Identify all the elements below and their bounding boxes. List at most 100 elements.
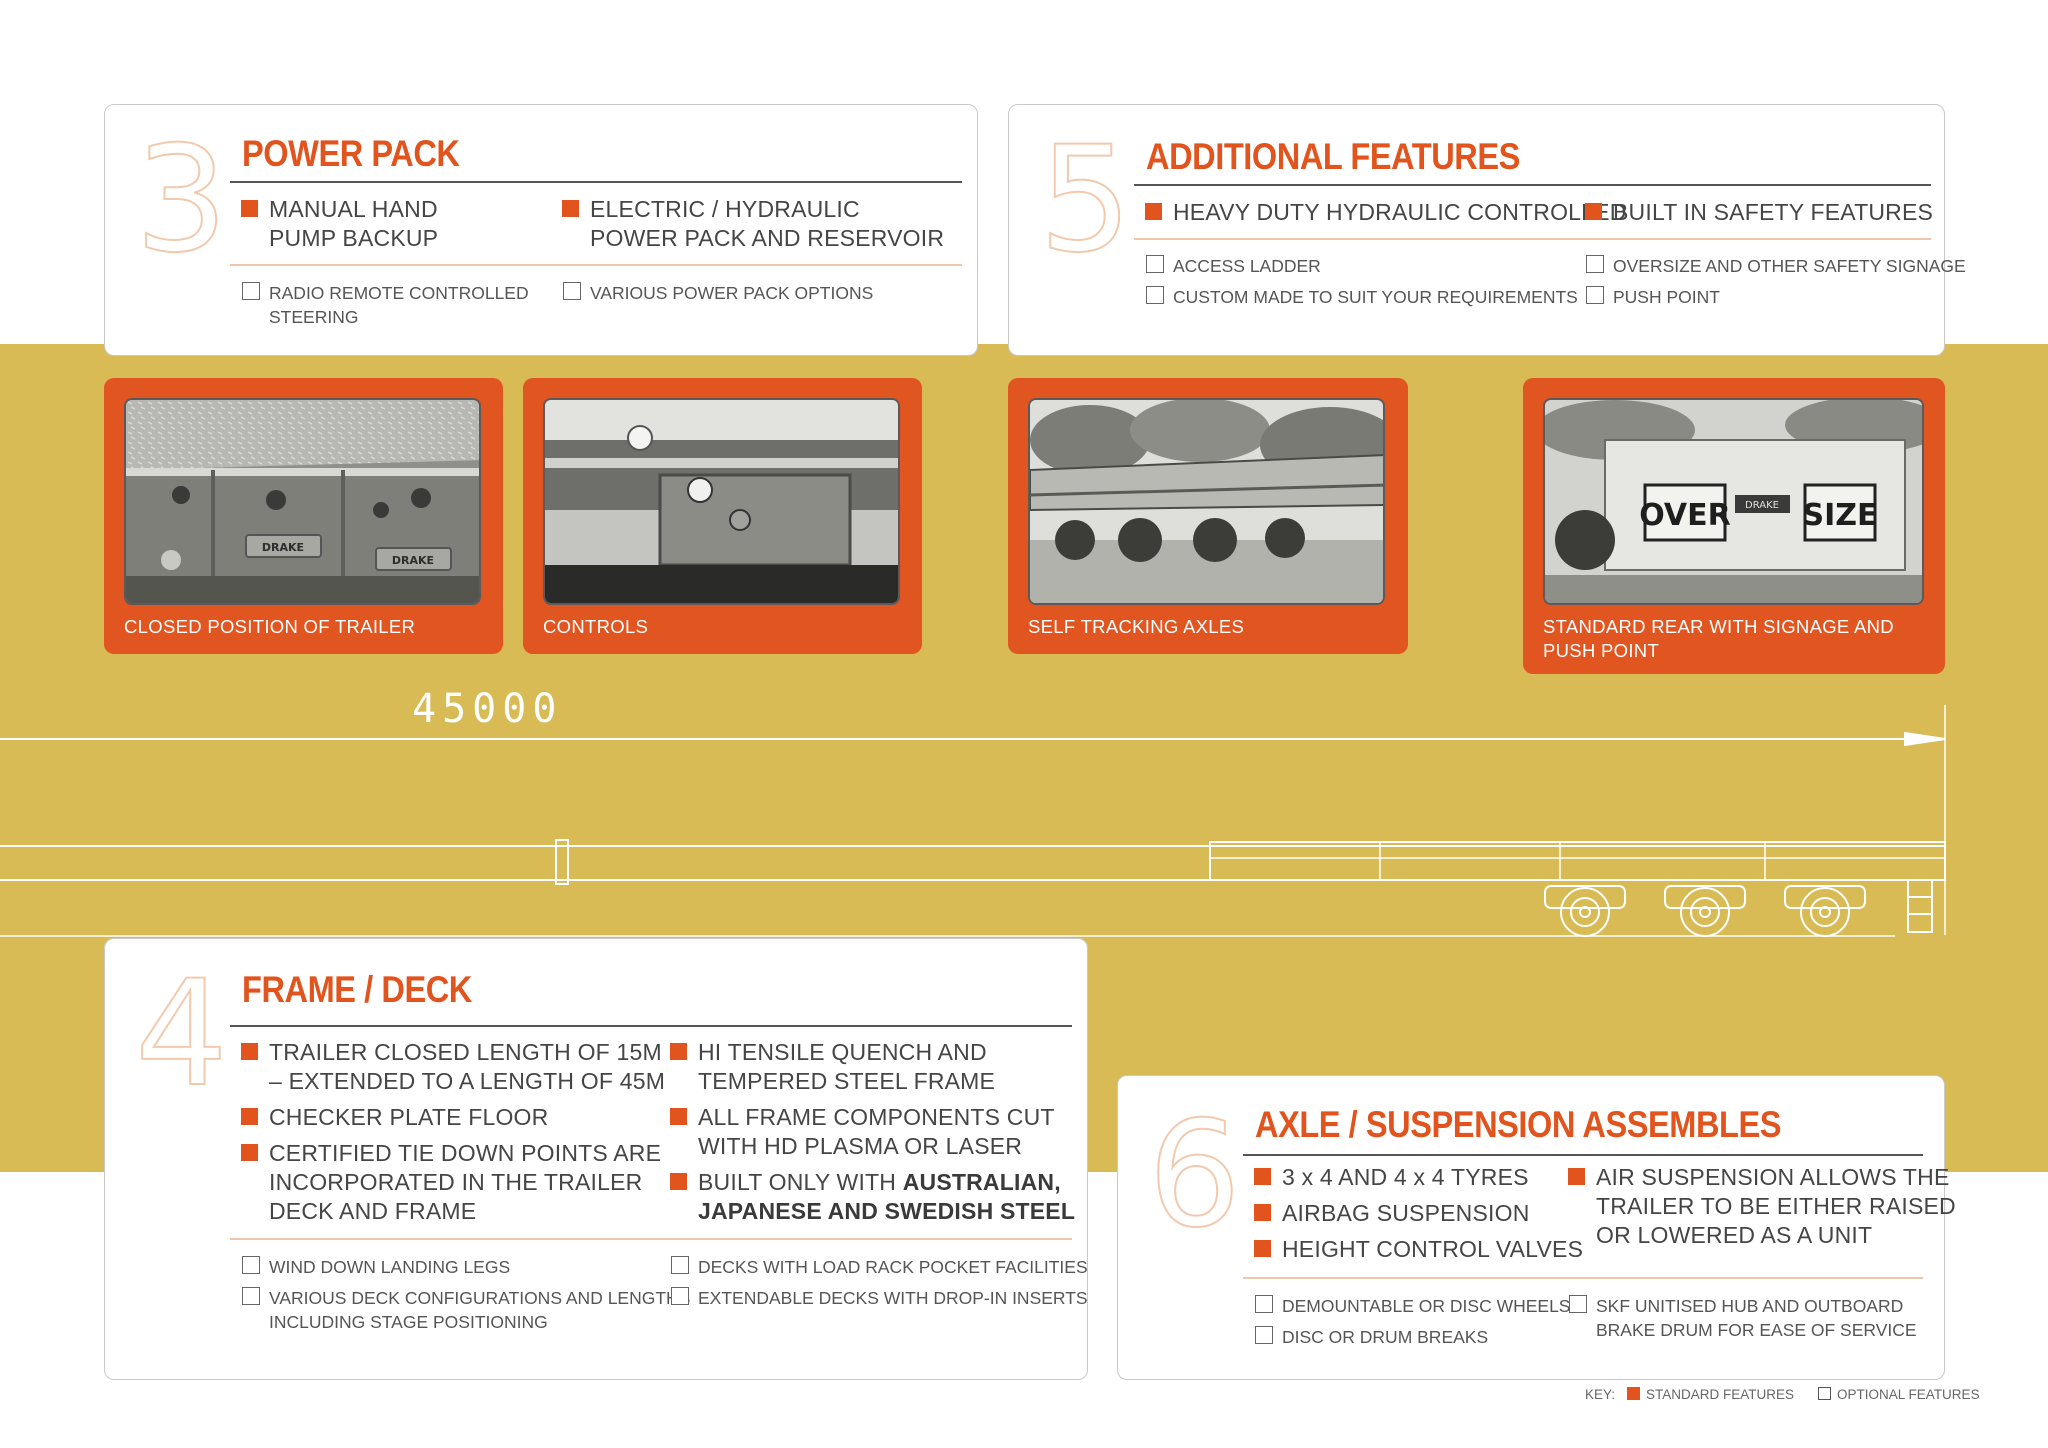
standard-feature: HEAVY DUTY HYDRAULIC CONTROLLED (1145, 198, 1627, 227)
controls-image (545, 400, 898, 603)
title-rule (1243, 1154, 1923, 1156)
feature-text: AIRBAG SUSPENSION (1282, 1200, 1530, 1226)
section-number: 5 (1038, 115, 1133, 285)
standard-feature: BUILT IN SAFETY FEATURES (1585, 198, 1933, 227)
standard-rear-image: OVER SIZE DRAKE (1545, 400, 1922, 603)
feature-text: VARIOUS POWER PACK OPTIONS (590, 283, 874, 303)
closed-trailer-photo: DRAKE DRAKE (124, 398, 481, 605)
section-divider (1243, 1277, 1923, 1279)
standard-feature-icon (1145, 203, 1162, 220)
standard-rear-photo: OVER SIZE DRAKE (1543, 398, 1924, 605)
key-standard-label: STANDARD FEATURES (1646, 1387, 1795, 1402)
standard-feature-icon (1627, 1387, 1641, 1400)
optional-feature-icon (1586, 255, 1604, 273)
wheel-icon (1560, 887, 1610, 937)
oversize-sign-text: SIZE (1802, 498, 1877, 533)
optional-feature: VARIOUS POWER PACK OPTIONS (563, 281, 874, 305)
photo-card-controls: CONTROLS (523, 378, 922, 654)
standard-feature: ELECTRIC / HYDRAULIC POWER PACK AND RESE… (562, 195, 944, 253)
closed-trailer-image: DRAKE DRAKE (126, 400, 479, 603)
section-title: POWER PACK (242, 133, 460, 174)
optional-feature: DISC OR DRUM BREAKS (1255, 1325, 1489, 1349)
feature-text: TEMPERED STEEL FRAME (698, 1068, 996, 1094)
feature-text: ACCESS LADDER (1173, 256, 1321, 276)
optional-feature: ACCESS LADDER (1146, 254, 1321, 278)
standard-feature-icon (241, 200, 258, 217)
standard-feature-icon (1254, 1240, 1271, 1257)
feature-text: DECKS WITH LOAD RACK POCKET FACILITIES (698, 1257, 1088, 1277)
photo-caption: SELF TRACKING AXLES (1028, 616, 1245, 637)
photo-caption: CONTROLS (543, 616, 649, 637)
photo-caption: STANDARD REAR WITH SIGNAGE AND PUSH POIN… (1543, 615, 1894, 663)
optional-feature: OVERSIZE AND OTHER SAFETY SIGNAGE (1586, 254, 1966, 278)
feature-text: DISC OR DRUM BREAKS (1282, 1327, 1489, 1347)
feature-text: HEIGHT CONTROL VALVES (1282, 1236, 1584, 1262)
dimension-arrow-icon (1904, 731, 1946, 747)
wheel-icon (1680, 887, 1730, 937)
feature-text: RADIO REMOTE CONTROLLED (269, 283, 529, 303)
optional-feature: VARIOUS DECK CONFIGURATIONS AND LENGTHS … (242, 1286, 691, 1334)
additional-features-card: 5 ADDITIONAL FEATURES HEAVY DUTY HYDRAUL… (1008, 104, 1966, 356)
standard-feature: TRAILER CLOSED LENGTH OF 15M – EXTENDED … (241, 1038, 666, 1096)
optional-feature-icon (1255, 1326, 1273, 1344)
standard-feature-icon (670, 1043, 687, 1060)
feature-text: VARIOUS DECK CONFIGURATIONS AND LENGTHS (269, 1288, 691, 1308)
optional-feature-icon (563, 282, 581, 300)
feature-text: – EXTENDED TO A LENGTH OF 45M (269, 1068, 666, 1094)
feature-text-bold: JAPANESE AND SWEDISH STEEL (698, 1198, 1076, 1224)
kingpin-block (555, 839, 569, 885)
feature-text: PUSH POINT (1613, 287, 1720, 307)
power-pack-card: 3 POWER PACK MANUAL HAND PUMP BACKUP ELE… (104, 104, 978, 356)
feature-text: TRAILER CLOSED LENGTH OF 15M (269, 1039, 662, 1065)
caption-line: STANDARD REAR WITH SIGNAGE AND (1543, 616, 1894, 637)
feature-text: CERTIFIED TIE DOWN POINTS ARE (269, 1140, 662, 1166)
standard-feature-icon (241, 1108, 258, 1125)
optional-feature-icon (1255, 1295, 1273, 1313)
standard-feature: CHECKER PLATE FLOOR (241, 1103, 548, 1132)
standard-feature-icon (1568, 1168, 1585, 1185)
caption-line: PUSH POINT (1543, 640, 1660, 661)
feature-text: INCORPORATED IN THE TRAILER (269, 1169, 643, 1195)
feature-text: BRAKE DRUM FOR EASE OF SERVICE (1596, 1320, 1917, 1340)
drake-badge-text: DRAKE (1745, 500, 1779, 511)
standard-feature: HEIGHT CONTROL VALVES (1254, 1235, 1584, 1264)
photo-card-closed-trailer: DRAKE DRAKE CLOSED POSITION OF TRAILER (104, 378, 503, 654)
section-title: FRAME / DECK (242, 969, 472, 1010)
section-title: ADDITIONAL FEATURES (1146, 136, 1520, 177)
feature-text: TRAILER TO BE EITHER RAISED (1596, 1193, 1956, 1219)
oversize-sign-text: OVER (1639, 498, 1731, 533)
photo-card-standard-rear: OVER SIZE DRAKE STANDARD REAR WITH SIGNA… (1523, 378, 1945, 674)
drake-badge-text: DRAKE (392, 554, 434, 567)
section-number: 4 (134, 949, 229, 1119)
photo-card-self-tracking: SELF TRACKING AXLES (1008, 378, 1408, 654)
optional-feature: RADIO REMOTE CONTROLLED STEERING (242, 281, 529, 329)
optional-feature-icon (1586, 286, 1604, 304)
standard-feature: MANUAL HAND PUMP BACKUP (241, 195, 439, 253)
optional-feature: DECKS WITH LOAD RACK POCKET FACILITIES (671, 1255, 1088, 1279)
standard-feature: HI TENSILE QUENCH AND TEMPERED STEEL FRA… (670, 1038, 996, 1096)
feature-text: STEERING (269, 307, 359, 327)
optional-feature-icon (242, 1256, 260, 1274)
optional-feature: WIND DOWN LANDING LEGS (242, 1255, 510, 1279)
standard-feature: 3 x 4 AND 4 x 4 TYRES (1254, 1163, 1529, 1192)
optional-feature-icon (671, 1287, 689, 1305)
axle-suspension-card: 6 AXLE / SUSPENSION ASSEMBLES 3 x 4 AND … (1117, 1075, 1956, 1380)
standard-feature: AIR SUSPENSION ALLOWS THE TRAILER TO BE … (1568, 1163, 1956, 1250)
section-title: AXLE / SUSPENSION ASSEMBLES (1255, 1104, 1782, 1145)
feature-text: BUILT ONLY WITH (698, 1169, 903, 1195)
trailer-technical-drawing (0, 705, 1946, 937)
optional-feature-icon (1146, 255, 1164, 273)
ladder (1907, 879, 1933, 933)
feature-text: CUSTOM MADE TO SUIT YOUR REQUIREMENTS (1173, 287, 1578, 307)
feature-text: 3 x 4 AND 4 x 4 TYRES (1282, 1164, 1529, 1190)
feature-text: OR LOWERED AS A UNIT (1596, 1222, 1873, 1248)
feature-text: PUMP BACKUP (269, 225, 439, 251)
standard-feature: CERTIFIED TIE DOWN POINTS ARE INCORPORAT… (241, 1139, 662, 1226)
feature-text: ELECTRIC / HYDRAULIC (590, 196, 860, 222)
optional-feature-icon (242, 282, 260, 300)
optional-feature: CUSTOM MADE TO SUIT YOUR REQUIREMENTS (1146, 285, 1578, 309)
standard-feature-icon (1254, 1168, 1271, 1185)
key-label: KEY: (1585, 1387, 1616, 1402)
section-divider (230, 1238, 1072, 1240)
